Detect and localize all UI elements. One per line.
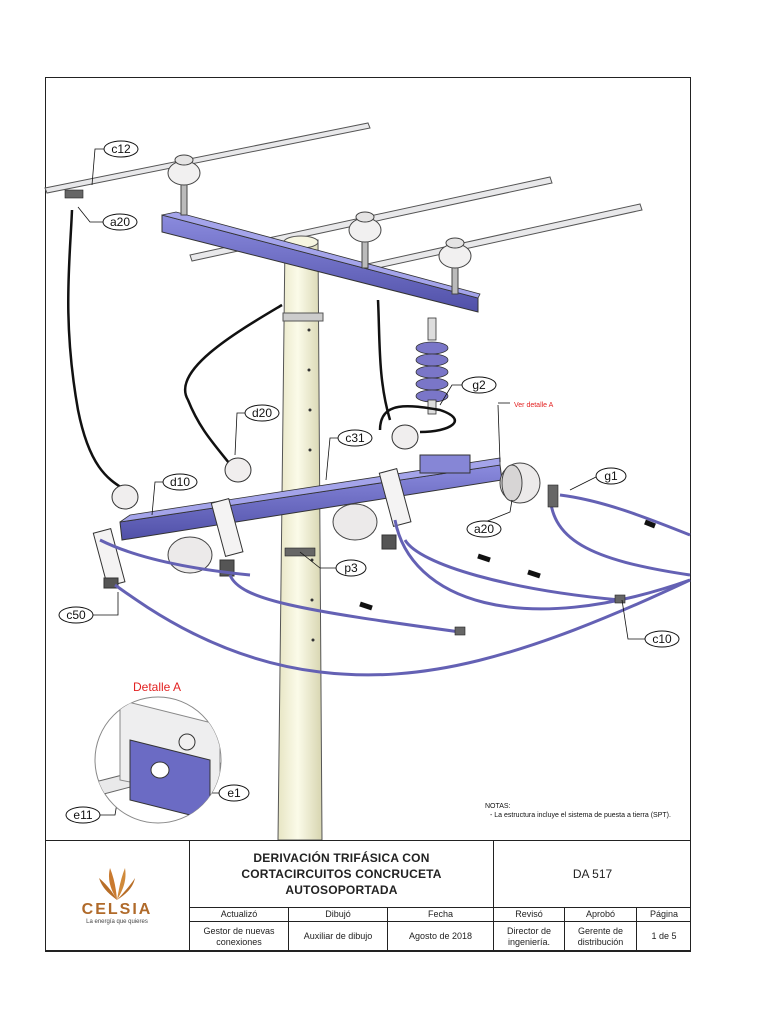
label-d10: d10 [162, 473, 198, 491]
surge-arrester [415, 317, 449, 415]
header-actualizo: Actualizó [190, 908, 289, 922]
header-pagina: Página [637, 908, 691, 922]
title-line-2: CORTACIRCUITOS CONCRUCETA [241, 867, 442, 881]
value-fecha: Agosto de 2018 [388, 922, 494, 952]
value-pagina: 1 de 5 [637, 922, 691, 952]
label-e11: e11 [65, 806, 101, 824]
title-line-3: AUTOSOPORTADA [285, 883, 398, 897]
svg-text:c31: c31 [345, 431, 365, 445]
label-ver-detalle-a: Ver detalle A [498, 402, 554, 409]
svg-text:Ver detalle A: Ver detalle A [514, 402, 554, 409]
label-a20-right: a20 [466, 520, 502, 538]
label-c31: c31 [337, 429, 373, 447]
title-block: CELSIA La energía que quieres DERIVACIÓN… [45, 840, 691, 952]
header-reviso: Revisó [494, 908, 565, 922]
detail-a-title: Detalle A [133, 680, 181, 694]
cable-sleeves [359, 519, 656, 611]
value-aprobo: Gerente de distribución [565, 922, 637, 952]
label-c12: c12 [103, 140, 139, 158]
svg-text:a20: a20 [474, 522, 494, 536]
drawing-code: DA 517 [494, 841, 691, 908]
cutout-fuses [92, 424, 419, 589]
label-p3: p3 [335, 559, 367, 577]
value-actualizo: Gestor de nuevas conexiones [190, 922, 289, 952]
label-g1: g1 [595, 467, 627, 485]
svg-text:e11: e11 [73, 808, 92, 822]
logo-cell: CELSIA La energía que quieres [45, 841, 190, 952]
label-g2: g2 [461, 376, 497, 394]
svg-text:d10: d10 [170, 475, 190, 489]
concrete-pole [277, 235, 323, 841]
label-d20: d20 [244, 404, 280, 422]
header-fecha: Fecha [388, 908, 494, 922]
celsia-logo-icon [99, 868, 135, 900]
svg-text:g1: g1 [604, 469, 618, 483]
svg-text:a20: a20 [110, 215, 130, 229]
value-dibujo: Auxiliar de dibujo [289, 922, 388, 952]
notes-heading: NOTAS: [485, 803, 511, 810]
strain-insulators [167, 462, 541, 574]
value-reviso: Director de ingeniería. [494, 922, 565, 952]
label-e1: e1 [218, 784, 250, 802]
detail-a-view [94, 696, 222, 824]
svg-text:c10: c10 [652, 632, 672, 646]
title-line-1: DERIVACIÓN TRIFÁSICA CON [253, 851, 430, 865]
svg-text:c50: c50 [66, 608, 86, 622]
svg-text:g2: g2 [472, 378, 486, 392]
header-aprobo: Aprobó [565, 908, 637, 922]
svg-text:e1: e1 [227, 786, 241, 800]
svg-text:c12: c12 [111, 142, 131, 156]
drawing-title: DERIVACIÓN TRIFÁSICA CON CORTACIRCUITOS … [190, 841, 494, 908]
label-c10: c10 [644, 630, 680, 648]
pin-insulators [167, 154, 472, 295]
header-dibujo: Dibujó [289, 908, 388, 922]
notes: NOTAS: - La estructura incluye el sistem… [485, 802, 671, 820]
jumper-cables [66, 209, 456, 492]
label-c50: c50 [58, 606, 94, 624]
drawing-sheet [45, 77, 691, 951]
svg-text:d20: d20 [252, 406, 272, 420]
label-a20-top: a20 [102, 213, 138, 231]
notes-line-1: - La estructura incluye el sistema de pu… [490, 812, 671, 819]
svg-text:p3: p3 [344, 561, 358, 575]
brand-name: CELSIA [81, 901, 153, 918]
upper-crossarm [161, 211, 481, 322]
brand-tagline: La energía que quieres [86, 919, 148, 925]
